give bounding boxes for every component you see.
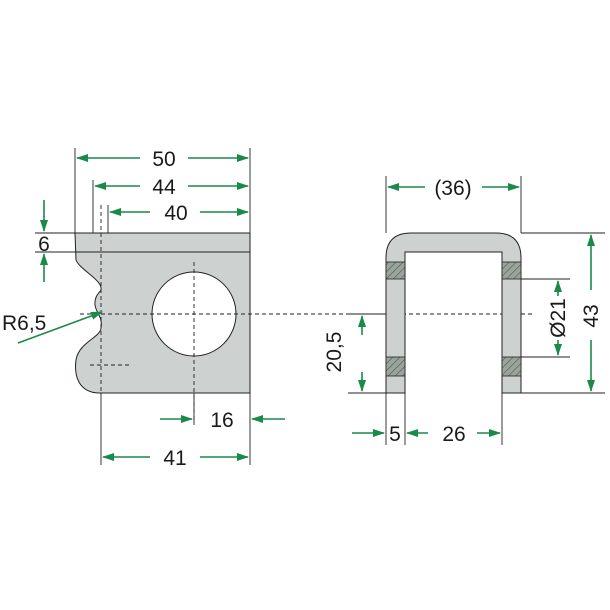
- dim-40: 40: [109, 202, 249, 225]
- side-view-extension-lines: [35, 148, 251, 465]
- dim-41-label: 41: [163, 447, 186, 470]
- dim-40-label: 40: [164, 202, 187, 225]
- front-view-channel: [385, 232, 522, 394]
- dim-43-label: 43: [580, 304, 603, 327]
- front-view: [385, 232, 522, 394]
- dim-50-label: 50: [152, 148, 175, 171]
- dim-16: 16: [160, 409, 285, 432]
- dim-6: 6: [38, 200, 50, 282]
- dim-6-label: 6: [38, 233, 50, 256]
- dim-5-label: 5: [389, 423, 401, 446]
- dim-26-label: 26: [442, 423, 465, 446]
- front-view-extension-lines: [348, 176, 605, 445]
- dim-44: 44: [94, 176, 249, 199]
- dim-radius: R6,5: [2, 311, 103, 344]
- dim-50: 50: [76, 148, 249, 171]
- dim-26: 26: [406, 423, 501, 446]
- dim-36: (36): [387, 177, 520, 200]
- dim-dia-21-label: Ø21: [547, 298, 570, 338]
- hatch-right-bottom: [501, 356, 522, 377]
- dim-44-label: 44: [152, 176, 176, 199]
- dim-radius-label: R6,5: [2, 312, 46, 335]
- dim-20-5-label: 20,5: [323, 332, 346, 373]
- dim-20-5: 20,5: [323, 315, 366, 392]
- dim-5: 5: [352, 423, 401, 446]
- hatch-left-top: [385, 261, 406, 280]
- dim-dia-21: Ø21: [547, 280, 570, 356]
- dim-41: 41: [102, 447, 249, 470]
- dim-43: 43: [580, 234, 603, 392]
- hatch-left-bottom: [385, 356, 406, 377]
- dim-16-label: 16: [210, 409, 233, 432]
- dim-36-label: (36): [434, 177, 471, 200]
- hatch-right-top: [501, 261, 522, 280]
